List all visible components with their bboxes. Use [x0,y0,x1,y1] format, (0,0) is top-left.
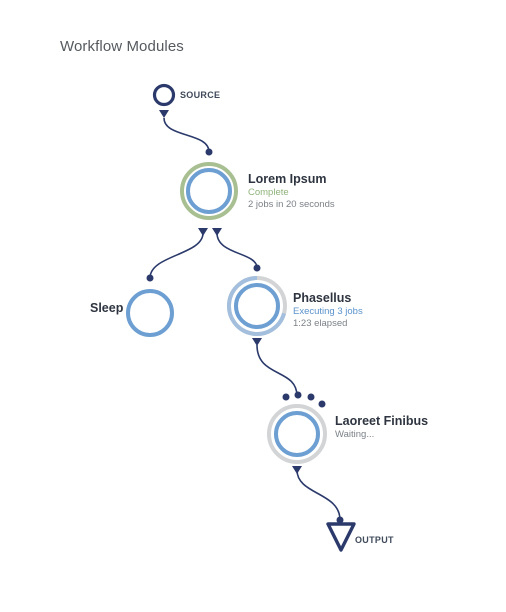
lorem-ipsum-output-port-left-icon [198,228,208,236]
edge-lorem-ipsum-to-sleep [149,232,204,279]
laoreet-finibus-output-port-icon [292,466,302,474]
phasellus-label-group: Phasellus Executing 3 jobs 1:23 elapsed [293,291,363,329]
node-name: Laoreet Finibus [335,414,429,428]
node-status: Complete [248,187,289,198]
node-status: Executing 3 jobs [293,306,363,317]
edge-laoreet-finibus-to-output [296,469,341,521]
node-lorem-ipsum[interactable] [180,162,238,220]
laoreet-finibus-input-port-4-icon [318,400,326,408]
phasellus-output-port-icon [252,338,262,346]
laoreet-finibus-input-port-3-icon [307,393,315,401]
source-label: SOURCE [180,90,221,100]
node-sleep[interactable] [126,289,174,337]
phasellus-progress-arc [226,276,286,336]
output-node[interactable] [326,522,356,552]
source-node[interactable] [152,83,176,107]
lorem-ipsum-label-group: Lorem Ipsum Complete 2 jobs in 20 second… [248,172,335,210]
node-phasellus[interactable] [226,276,287,336]
edge-lorem-ipsum-to-phasellus [216,232,258,269]
page-title: Workflow Modules [60,38,184,55]
node-status: Waiting... [335,429,375,440]
lorem-ipsum-output-port-right-icon [212,228,222,236]
laoreet-finibus-input-port-1-icon [282,393,290,401]
laoreet-finibus-label-group: Laoreet Finibus Waiting... [335,414,428,440]
node-name: Phasellus [293,291,352,305]
laoreet-finibus-input-port-2-icon [294,391,302,399]
source-output-port-icon [159,110,169,118]
node-detail: 2 jobs in 20 seconds [248,199,335,210]
sleep-input-port-icon [146,274,154,282]
output-input-port-icon [336,516,344,524]
edge-phasellus-to-laoreet-finibus [256,344,298,397]
node-laoreet-finibus[interactable] [267,404,327,464]
phasellus-input-port-icon [253,264,261,272]
output-label: OUTPUT [355,535,394,545]
edge-source-to-lorem-ipsum [163,117,210,153]
node-name: Lorem Ipsum [248,172,327,186]
lorem-ipsum-input-port-icon [205,148,213,156]
sleep-label: Sleep [90,301,124,315]
node-detail: 1:23 elapsed [293,318,348,329]
